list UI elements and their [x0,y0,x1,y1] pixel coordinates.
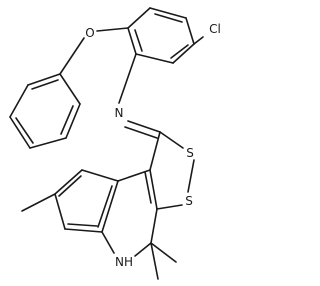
bond [81,169,119,182]
bond [117,169,151,182]
bond [118,53,137,104]
bond [101,180,119,233]
bond [64,228,103,233]
bond [15,117,34,144]
bond [59,37,85,75]
bond [187,159,195,193]
atom-label-oxygen: O [85,26,94,40]
bond [149,169,158,210]
bond-group [9,7,204,280]
bond [149,7,187,19]
bond [54,169,83,195]
bond [144,171,152,204]
atom-label-chlorine: Cl [209,22,221,36]
bond [170,44,189,59]
bond [154,13,183,23]
bond [97,185,113,228]
bond [150,242,177,263]
bond [193,36,204,45]
bond [65,103,81,139]
bond [59,73,81,105]
bond [127,7,151,29]
bond [21,193,56,212]
bond [159,131,184,149]
atom-label-amine: NH [115,255,133,269]
atom-label-sulfur-bottom: S [185,194,193,208]
bond [150,208,158,244]
bond [149,131,161,171]
bond [185,17,195,45]
bond [31,79,59,90]
bond [134,29,143,52]
bond [127,120,161,133]
bond [172,43,195,64]
bond [58,175,82,197]
bond [101,231,115,254]
bond [124,126,158,139]
bond [156,204,183,210]
bond [150,242,159,280]
bond [60,105,74,135]
bond [9,84,29,118]
bond [54,193,66,230]
atom-labels: Cl O N S S NH [85,22,221,269]
bond [27,73,61,86]
bond [96,27,129,32]
bond [29,137,67,149]
bond [9,116,31,149]
atom-label-sulfur-top: S [186,146,194,160]
bond [127,27,137,55]
atom-label-imine-nitrogen: N [115,106,124,120]
molecule-structure: Cl O N S S NH [9,7,221,280]
bond [135,53,174,64]
bond [67,223,98,227]
bond [134,242,152,257]
